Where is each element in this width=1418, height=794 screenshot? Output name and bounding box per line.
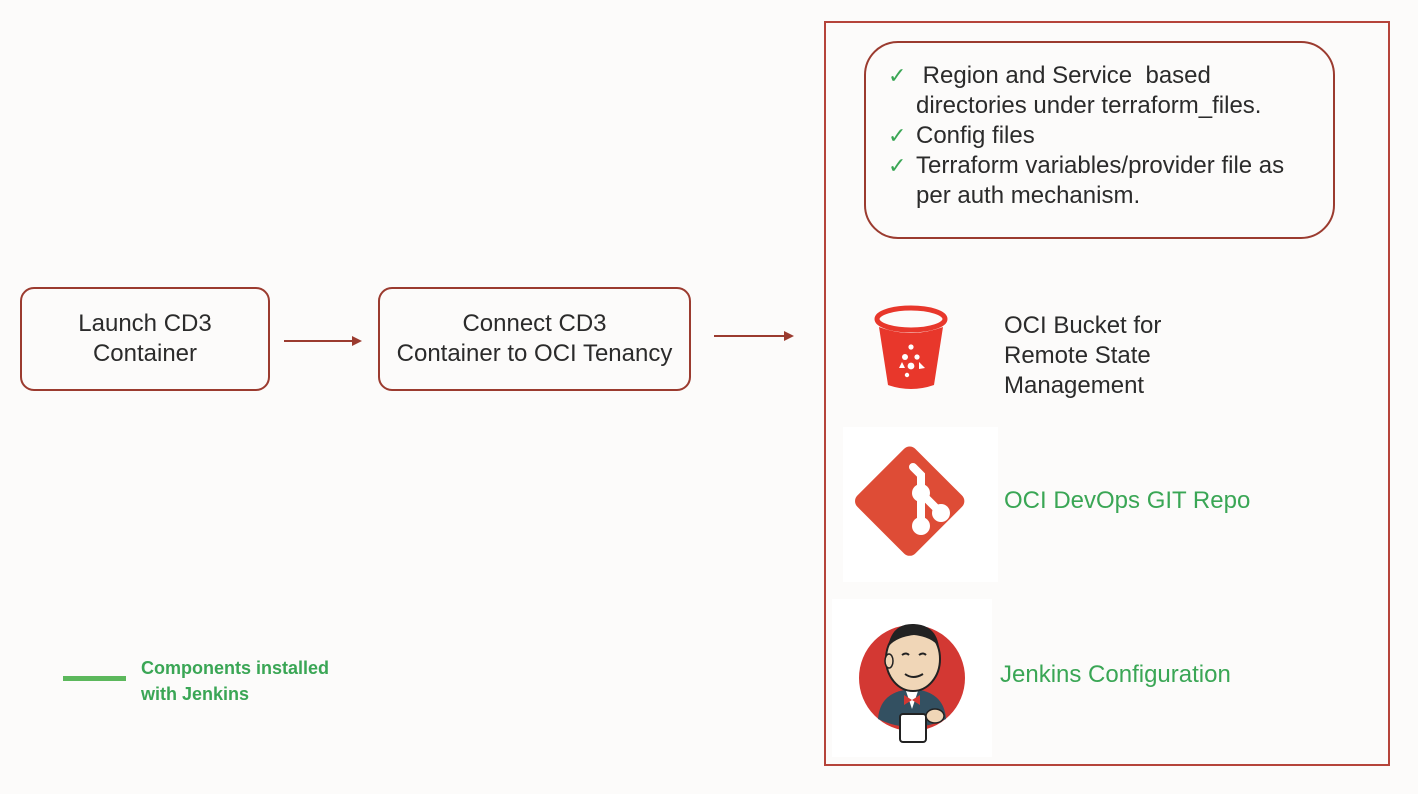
output-item-text: directories under terraform_files. [916, 92, 1262, 119]
check-icon: ✓ [888, 123, 907, 148]
step-label-line: Container to OCI Tenancy [396, 340, 673, 367]
bucket-icon [874, 305, 948, 389]
connect-to-oci-step: Connect CD3 Container to OCI Tenancy [378, 287, 691, 391]
bucket-label-line: OCI Bucket for [1004, 312, 1162, 339]
launch-cd3-container-step: Launch CD3 Container [20, 287, 270, 391]
bucket-label: OCI Bucket for Remote State Management [1004, 311, 1161, 401]
git-icon [855, 446, 965, 556]
check-icon: ✓ [888, 63, 907, 88]
legend-swatch [63, 676, 126, 681]
jenkins-icon-card [832, 599, 992, 757]
legend-label: Components installed with Jenkins [141, 655, 329, 707]
output-item: ✓ Region and Service based directories u… [888, 61, 1261, 121]
bucket-label-line: Remote State [1004, 342, 1151, 369]
output-item: ✓ Terraform variables/provider file as p… [888, 151, 1284, 211]
git-icon-card [843, 427, 998, 582]
output-item: ✓ Config files [888, 121, 1035, 151]
output-components-frame [824, 21, 1390, 766]
check-icon: ✓ [888, 153, 907, 178]
legend-label-line: Components installed [141, 658, 330, 678]
bucket-label-line: Management [1004, 372, 1145, 399]
output-item-text: Config files [916, 122, 1035, 149]
legend-label-line: with Jenkins [141, 684, 250, 704]
generated-outputs-box [864, 41, 1335, 239]
step-label-line: Launch CD3 [78, 310, 212, 337]
jenkins-config-label: Jenkins Configuration [1000, 661, 1231, 688]
jenkins-icon [859, 623, 965, 743]
step-label-line: Container [92, 340, 198, 367]
output-item-text: per auth mechanism. [916, 182, 1141, 209]
step-label-line: Connect CD3 [462, 310, 607, 337]
output-item-text: Region and Service based [916, 62, 1211, 89]
flow-arrow [284, 336, 362, 346]
flow-arrow [714, 331, 794, 341]
output-item-text: Terraform variables/provider file as [916, 152, 1285, 179]
git-repo-label: OCI DevOps GIT Repo [1004, 487, 1251, 514]
